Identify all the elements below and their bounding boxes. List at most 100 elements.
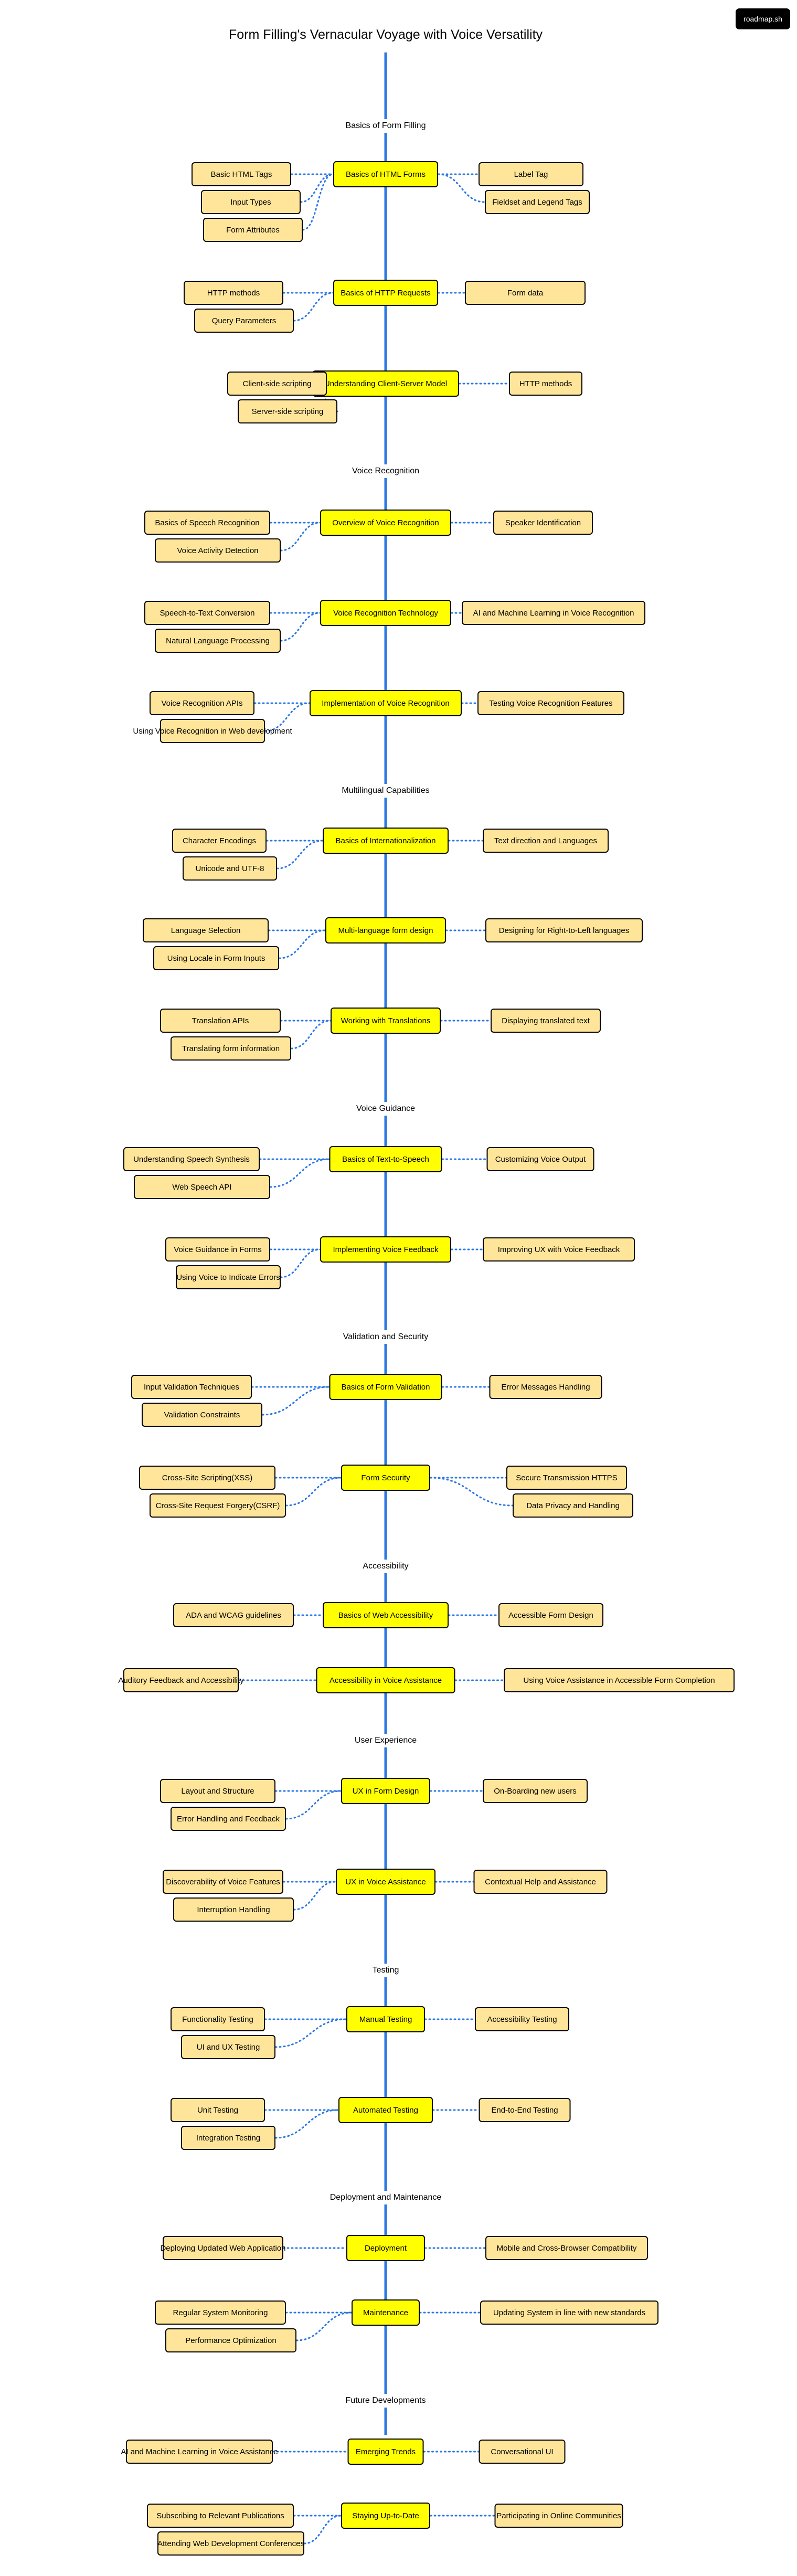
subtopic-node-left[interactable]: Using Voice to Indicate Errors (176, 1265, 281, 1289)
topic-node[interactable]: Basics of Form Validation (329, 1374, 442, 1400)
topic-node[interactable]: Staying Up-to-Date (341, 2503, 430, 2529)
subtopic-node-right[interactable]: Mobile and Cross-Browser Compatibility (485, 2236, 648, 2260)
topic-node[interactable]: UX in Voice Assistance (336, 1869, 435, 1895)
subtopic-node-left[interactable]: Language Selection (143, 918, 269, 942)
topic-node[interactable]: Basics of Text-to-Speech (329, 1146, 442, 1172)
subtopic-node-left[interactable]: Web Speech API (134, 1175, 270, 1199)
subtopic-node-left[interactable]: Translating form information (171, 1036, 291, 1061)
topic-node[interactable]: Manual Testing (346, 2006, 425, 2032)
subtopic-node-left[interactable]: Functionality Testing (171, 2007, 265, 2031)
subtopic-node-right[interactable]: Error Messages Handling (489, 1375, 602, 1399)
subtopic-node-right[interactable]: Data Privacy and Handling (513, 1493, 633, 1518)
subtopic-node-left[interactable]: Deploying Updated Web Application (160, 2236, 286, 2260)
subtopic-node-right[interactable]: End-to-End Testing (479, 2098, 571, 2122)
topic-node[interactable]: Automated Testing (338, 2097, 433, 2123)
subtopic-node-left[interactable]: Basics of Speech Recognition (144, 511, 270, 535)
subtopic-node-left[interactable]: Speech-to-Text Conversion (144, 601, 270, 625)
subtopic-node-right[interactable]: AI and Machine Learning in Voice Recogni… (462, 601, 645, 625)
subtopic-node-left[interactable]: Layout and Structure (160, 1779, 275, 1803)
subtopic-node-right[interactable]: Participating in Online Communities (494, 2504, 623, 2528)
subtopic-node-left[interactable]: Character Encodings (172, 829, 267, 853)
subtopic-node-right[interactable]: Improving UX with Voice Feedback (483, 1237, 635, 1262)
subtopic-node-right[interactable]: Fieldset and Legend Tags (485, 190, 590, 214)
subtopic-node-right[interactable]: Customizing Voice Output (486, 1147, 594, 1171)
subtopic-node-right[interactable]: Form data (465, 281, 586, 305)
subtopic-node-right[interactable]: Label Tag (479, 162, 583, 186)
connector-line (302, 173, 334, 231)
topic-node[interactable]: Multi-language form design (325, 917, 446, 944)
subtopic-node-left[interactable]: Interruption Handling (173, 1897, 294, 1922)
subtopic-node-left[interactable]: Using Voice Recognition in Web developme… (133, 719, 292, 743)
subtopic-node-left[interactable]: Basic HTML Tags (192, 162, 291, 186)
subtopic-node-left[interactable]: Validation Constraints (142, 1403, 262, 1427)
subtopic-node-left[interactable]: Cross-Site Request Forgery(CSRF) (150, 1493, 286, 1518)
subtopic-node-right[interactable]: Accessible Form Design (498, 1603, 603, 1627)
subtopic-node-right[interactable]: Accessibility Testing (475, 2007, 569, 2031)
subtopic-node-right[interactable]: HTTP methods (509, 372, 582, 396)
subtopic-node-left[interactable]: Regular System Monitoring (155, 2301, 286, 2325)
subtopic-node-right[interactable]: Secure Transmission HTTPS (506, 1466, 627, 1490)
subtopic-node-left[interactable]: Auditory Feedback and Accessibility (118, 1668, 244, 1692)
roadmap-sh-badge[interactable]: roadmap.sh (736, 8, 790, 29)
subtopic-node-right[interactable]: Using Voice Assistance in Accessible For… (504, 1668, 735, 1692)
subtopic-node-right[interactable]: Testing Voice Recognition Features (477, 691, 624, 715)
subtopic-node-left[interactable]: Using Locale in Form Inputs (153, 946, 279, 970)
subtopic-node-left[interactable]: Subscribing to Relevant Publications (147, 2504, 294, 2528)
topic-node[interactable]: Deployment (346, 2235, 425, 2261)
topic-node[interactable]: Basics of Internationalization (323, 828, 449, 854)
connector-line (274, 2109, 339, 2139)
topic-node[interactable]: Maintenance (352, 2299, 420, 2326)
subtopic-node-left[interactable]: Query Parameters (194, 309, 294, 333)
subtopic-node-right[interactable]: Updating System in line with new standar… (480, 2301, 658, 2325)
subtopic-node-left[interactable]: Voice Activity Detection (155, 538, 281, 563)
connector-line (278, 929, 326, 959)
subtopic-node-right[interactable]: Contextual Help and Assistance (473, 1870, 608, 1894)
topic-node[interactable]: Basics of Web Accessibility (323, 1602, 449, 1628)
topic-node[interactable]: Overview of Voice Recognition (320, 510, 451, 536)
connector-line (280, 1248, 321, 1278)
topic-node[interactable]: Working with Translations (331, 1008, 441, 1034)
topic-node[interactable]: Implementation of Voice Recognition (310, 690, 462, 716)
subtopic-node-left[interactable]: AI and Machine Learning in Voice Assista… (121, 2440, 278, 2464)
subtopic-node-left[interactable]: Understanding Speech Synthesis (123, 1147, 260, 1171)
subtopic-node-left[interactable]: HTTP methods (184, 281, 283, 305)
subtopic-node-left[interactable]: Integration Testing (181, 2126, 275, 2150)
subtopic-node-left[interactable]: Cross-Site Scripting(XSS) (139, 1466, 275, 1490)
subtopic-node-left[interactable]: Form Attributes (203, 218, 303, 242)
subtopic-node-right[interactable]: On-Boarding new users (483, 1779, 588, 1803)
subtopic-node-left[interactable]: UI and UX Testing (181, 2035, 275, 2059)
subtopic-node-left[interactable]: Client-side scripting (227, 372, 327, 396)
subtopic-node-left[interactable]: Voice Guidance in Forms (165, 1237, 270, 1262)
section-heading: Multilingual Capabilities (336, 784, 435, 798)
subtopic-node-left[interactable]: Input Validation Techniques (131, 1375, 252, 1399)
topic-node[interactable]: Understanding Client-Server Model (312, 370, 459, 397)
connector-line (429, 1477, 514, 1507)
topic-node[interactable]: Form Security (341, 1465, 430, 1491)
subtopic-node-left[interactable]: Natural Language Processing (155, 629, 281, 653)
subtopic-node-left[interactable]: Unit Testing (171, 2098, 265, 2122)
subtopic-node-left[interactable]: ADA and WCAG guidelines (173, 1603, 294, 1627)
topic-node[interactable]: Implementing Voice Feedback (320, 1236, 451, 1263)
topic-node[interactable]: Emerging Trends (347, 2439, 424, 2465)
subtopic-node-left[interactable]: Input Types (201, 190, 301, 214)
subtopic-node-left[interactable]: Error Handling and Feedback (171, 1807, 286, 1831)
subtopic-node-right[interactable]: Speaker Identification (493, 511, 593, 535)
subtopic-node-left[interactable]: Attending Web Development Conferences (157, 2531, 304, 2556)
subtopic-node-left[interactable]: Unicode and UTF-8 (183, 856, 277, 881)
subtopic-node-left[interactable]: Discoverability of Voice Features (163, 1870, 283, 1894)
subtopic-node-left[interactable]: Translation APIs (160, 1009, 281, 1033)
subtopic-node-left[interactable]: Performance Optimization (165, 2328, 296, 2352)
connector-line (280, 612, 321, 642)
topic-node[interactable]: Voice Recognition Technology (320, 600, 451, 626)
subtopic-node-left[interactable]: Voice Recognition APIs (150, 691, 254, 715)
subtopic-node-right[interactable]: Text direction and Languages (483, 829, 609, 853)
topic-node[interactable]: Basics of HTML Forms (333, 161, 438, 187)
subtopic-node-right[interactable]: Designing for Right-to-Left languages (485, 918, 643, 942)
topic-node[interactable]: Accessibility in Voice Assistance (316, 1667, 455, 1693)
subtopic-node-right[interactable]: Conversational UI (479, 2440, 566, 2464)
topic-node[interactable]: UX in Form Design (341, 1778, 430, 1804)
subtopic-node-right[interactable]: Displaying translated text (491, 1009, 601, 1033)
subtopic-node-left[interactable]: Server-side scripting (238, 399, 337, 423)
topic-node[interactable]: Basics of HTTP Requests (333, 280, 438, 306)
